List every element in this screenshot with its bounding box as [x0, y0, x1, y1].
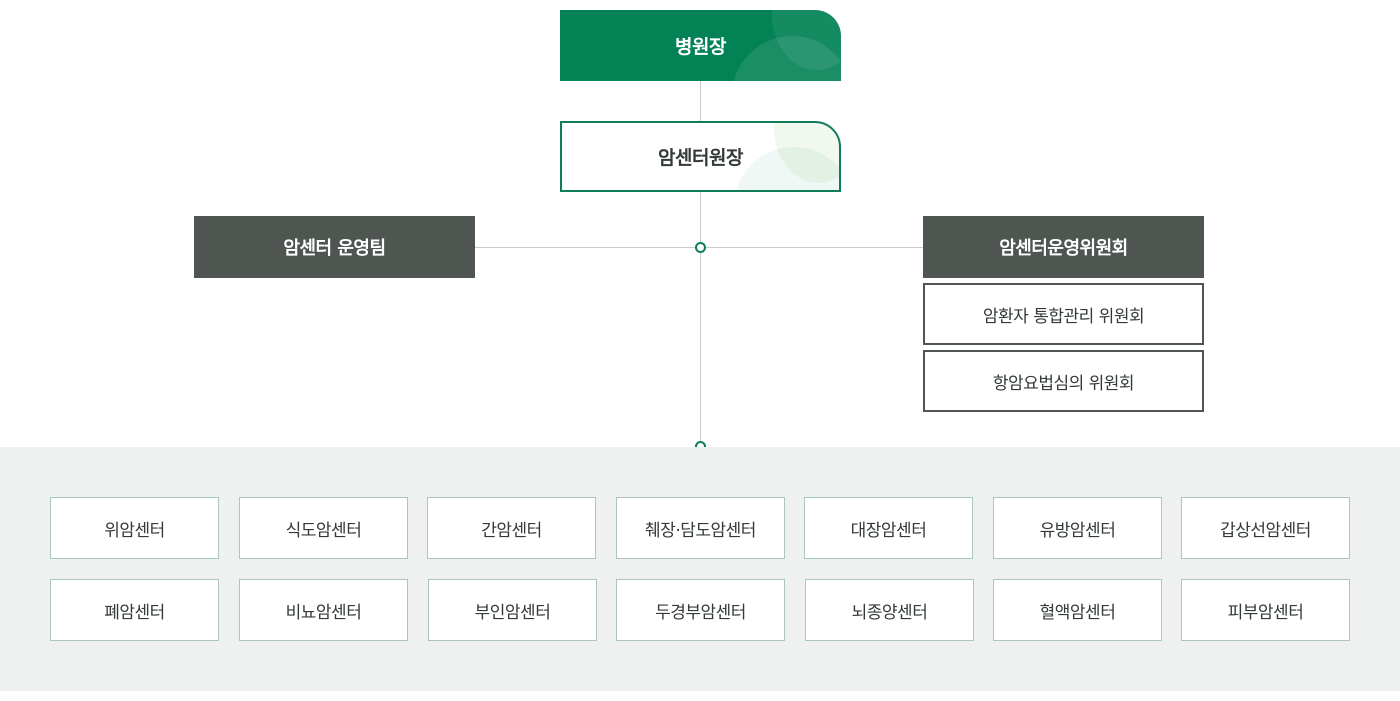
center-head-box[interactable]: 암센터원장 — [560, 121, 841, 192]
center-item-gynecology[interactable]: 부인암센터 — [428, 579, 597, 641]
center-item-label: 부인암센터 — [474, 602, 551, 623]
operations-team-box[interactable]: 암센터 운영팀 — [194, 216, 475, 278]
center-item-colorectal[interactable]: 대장암센터 — [804, 497, 973, 559]
committee-label: 항암요법심의 위원회 — [992, 373, 1135, 394]
committee-patient-management[interactable]: 암환자 통합관리 위원회 — [923, 283, 1204, 345]
center-item-label: 폐암센터 — [104, 602, 165, 623]
center-item-urology[interactable]: 비뇨암센터 — [239, 579, 408, 641]
committee-chemotherapy-review[interactable]: 항암요법심의 위원회 — [923, 350, 1204, 412]
center-item-label: 식도암센터 — [285, 520, 362, 541]
connector-junction-dot — [695, 242, 706, 253]
connector-vertical-top — [700, 81, 701, 121]
operations-committee-box[interactable]: 암센터운영위원회 — [923, 216, 1204, 278]
center-head-label: 암센터원장 — [658, 147, 743, 169]
center-item-esophagus[interactable]: 식도암센터 — [239, 497, 408, 559]
center-item-head-neck[interactable]: 두경부암센터 — [616, 579, 785, 641]
center-item-liver[interactable]: 간암센터 — [427, 497, 596, 559]
center-item-lung[interactable]: 폐암센터 — [50, 579, 219, 641]
center-item-label: 비뇨암센터 — [285, 602, 362, 623]
center-item-stomach[interactable]: 위암센터 — [50, 497, 219, 559]
connector-vertical-main — [700, 190, 701, 443]
center-item-pancreas-biliary[interactable]: 췌장·담도암센터 — [616, 497, 785, 559]
center-item-label: 피부암센터 — [1227, 602, 1304, 623]
center-item-label: 혈액암센터 — [1039, 602, 1116, 623]
center-item-label: 대장암센터 — [850, 520, 927, 541]
center-item-label: 췌장·담도암센터 — [645, 520, 756, 541]
center-item-label: 두경부암센터 — [655, 602, 746, 623]
center-item-label: 유방암센터 — [1039, 520, 1116, 541]
center-item-label: 위암센터 — [104, 520, 165, 541]
center-item-hematology[interactable]: 혈액암센터 — [993, 579, 1162, 641]
center-item-skin[interactable]: 피부암센터 — [1181, 579, 1350, 641]
center-item-label: 간암센터 — [481, 520, 542, 541]
center-item-thyroid[interactable]: 갑상선암센터 — [1181, 497, 1350, 559]
centers-panel: 위암센터 식도암센터 간암센터 췌장·담도암센터 대장암센터 유방암센터 갑상선… — [0, 447, 1400, 691]
director-box[interactable]: 병원장 — [560, 10, 841, 81]
operations-team-label: 암센터 운영팀 — [283, 238, 386, 259]
center-item-breast[interactable]: 유방암센터 — [993, 497, 1162, 559]
operations-committee-label: 암센터운영위원회 — [999, 238, 1128, 259]
center-item-label: 갑상선암센터 — [1220, 520, 1311, 541]
center-item-brain-tumor[interactable]: 뇌종양센터 — [805, 579, 974, 641]
committee-label: 암환자 통합관리 위원회 — [982, 306, 1145, 327]
center-item-label: 뇌종양센터 — [851, 602, 928, 623]
director-label: 병원장 — [675, 36, 726, 58]
